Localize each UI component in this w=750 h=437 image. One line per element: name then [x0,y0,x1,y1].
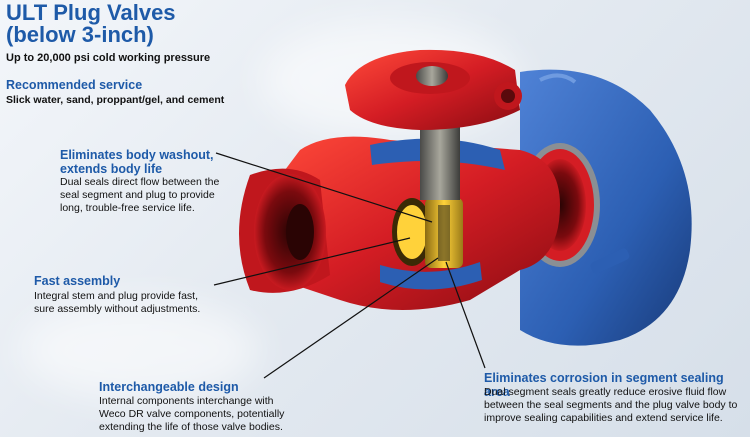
valve-stem [420,120,460,200]
feature-heading-washout: Eliminates body washout, extends body li… [60,148,214,176]
background-cloud [20,300,260,400]
feature-heading-assembly: Fast assembly [34,274,121,288]
leader-line-assembly [213,237,411,286]
leader-line-corrosion [445,261,486,369]
leader-line-washout [215,152,433,223]
recommended-service-heading: Recommended service [6,78,143,92]
feature-text-interchangeable: Internal components interchange with Wec… [99,395,285,433]
recommended-service-text: Slick water, sand, proppant/gel, and cem… [6,94,225,106]
union-nut [520,69,692,346]
feature-heading-interchangeable: Interchangeable design [99,380,239,394]
leader-line-interchangeable [263,257,439,379]
feature-text-washout: Dual seals direct flow between the seal … [60,176,220,214]
page-subtitle: Up to 20,000 psi cold working pressure [6,52,211,64]
feature-text-corrosion: Dual segment seals greatly reduce erosiv… [484,386,738,424]
page-title: ULT Plug Valves (below 3-inch) [6,0,176,47]
feature-heading-corrosion: Eliminates corrosion in segment sealing … [484,371,724,399]
feature-text-assembly: Integral stem and plug provide fast, sur… [34,290,201,315]
